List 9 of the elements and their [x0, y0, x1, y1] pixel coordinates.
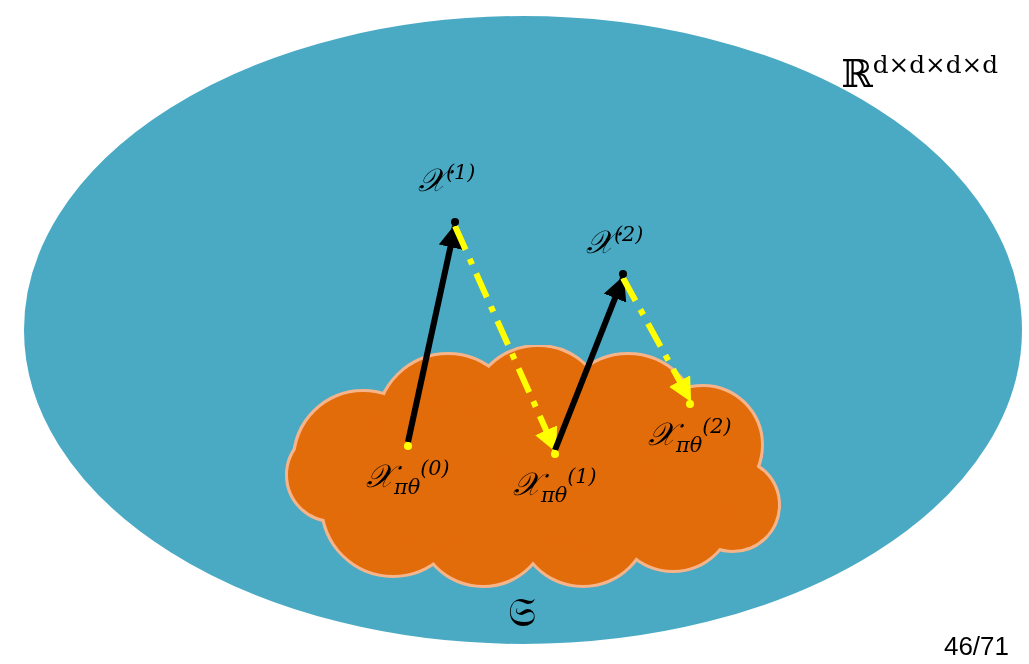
set-label: 𝔖	[508, 589, 536, 636]
set-label: ℝ$^{d×d×d×d}$	[841, 50, 998, 96]
arrow	[452, 224, 558, 453]
point-label: 𝒳$^{(2)}$	[586, 222, 644, 261]
arrow	[620, 276, 693, 403]
arrow	[552, 275, 627, 452]
page-number: 46/71	[943, 631, 1009, 662]
arrow	[405, 223, 463, 443]
point-label: 𝒳$^{(1)}$	[418, 160, 476, 199]
